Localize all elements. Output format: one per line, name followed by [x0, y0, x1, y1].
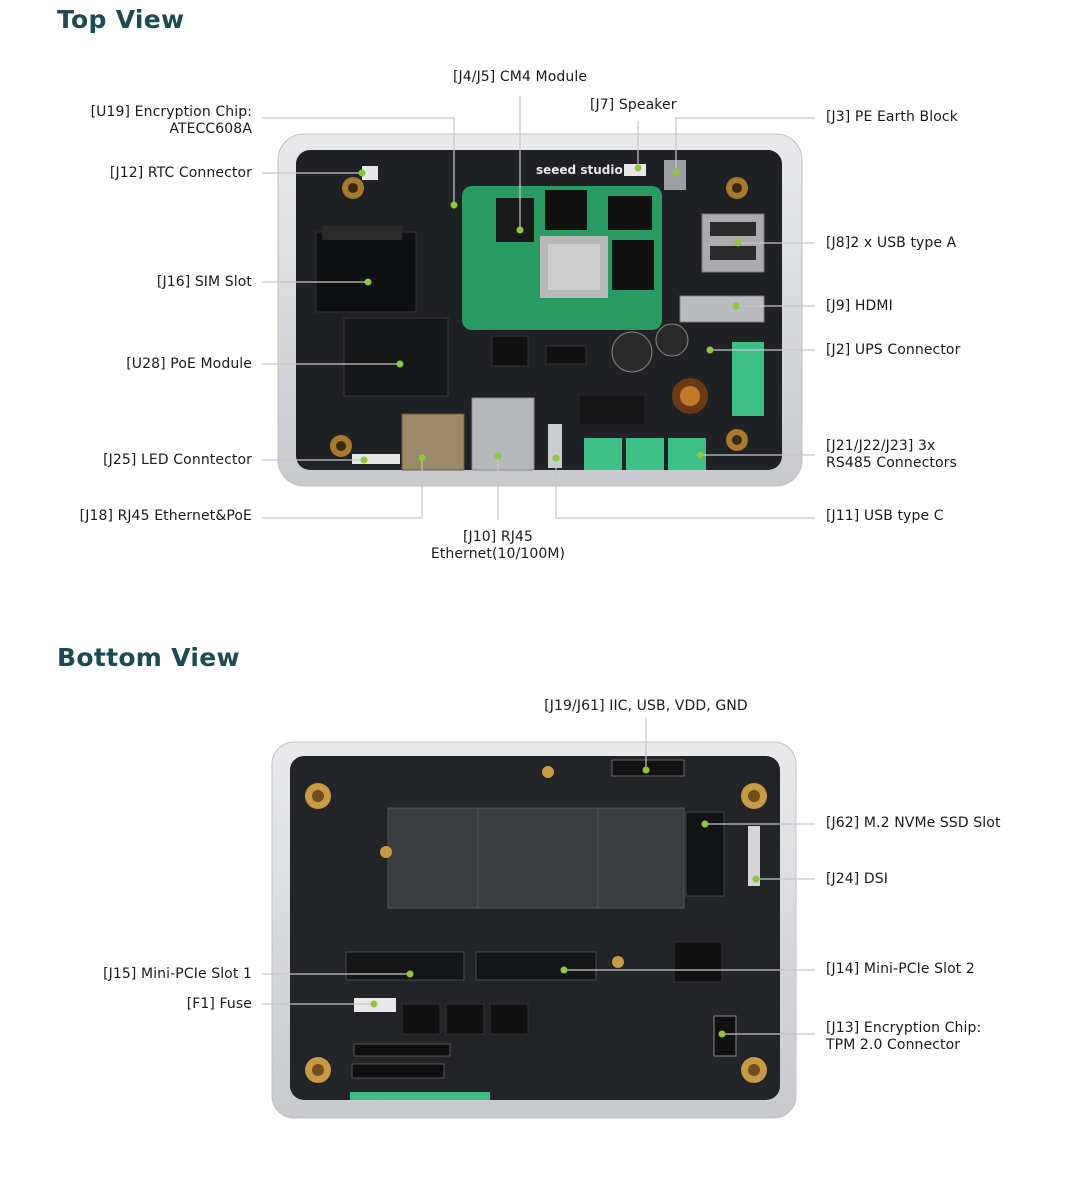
bottom-board-photo	[271, 741, 797, 1119]
label-rj45-ethernet-poe: [J18] RJ45 Ethernet&PoE	[79, 508, 252, 524]
label-j10-line2: Ethernet(10/100M)	[430, 546, 566, 562]
label-rs485-connectors: [J21/J22/J23] 3x RS485 Connectors	[826, 438, 957, 472]
label-mini-pcie-slot-1: [J15] Mini-PCIe Slot 1	[103, 966, 252, 982]
label-sim-slot: [J16] SIM Slot	[156, 274, 252, 290]
label-m2-nvme-slot: [J62] M.2 NVMe SSD Slot	[826, 815, 1001, 831]
label-ups-connector: [J2] UPS Connector	[826, 342, 961, 358]
hdmi-port	[679, 295, 765, 323]
label-led-connector: [J25] LED Conntector	[103, 452, 252, 468]
rtc-connector	[362, 166, 378, 180]
top-view-title: Top View	[57, 5, 185, 34]
label-u19-line1: [U19] Encryption Chip:	[90, 104, 252, 120]
tpm-connector	[713, 1015, 737, 1057]
sim-slot	[315, 231, 417, 313]
label-j10-line1: [J10] RJ45	[463, 529, 533, 545]
label-j13-line1: [J13] Encryption Chip:	[826, 1020, 982, 1036]
label-usb-type-a: [J8]2 x USB type A	[826, 235, 957, 251]
label-j13-line2: TPM 2.0 Connector	[826, 1037, 961, 1053]
ssd-cover	[387, 807, 685, 909]
label-usb-type-c: [J11] USB type C	[826, 508, 944, 524]
label-poe-module: [U28] PoE Module	[126, 356, 252, 372]
poe-module	[343, 317, 449, 397]
label-mini-pcie-slot-2: [J14] Mini-PCIe Slot 2	[826, 961, 975, 977]
label-fuse: [F1] Fuse	[186, 996, 252, 1012]
top-leader-lines	[262, 96, 815, 520]
label-hdmi: [J9] HDMI	[826, 298, 893, 314]
mini-pcie-slot-2	[475, 951, 597, 981]
rs485-terminal	[584, 438, 622, 470]
rj45-port	[471, 397, 535, 471]
rs485-terminal	[626, 438, 664, 470]
bottom-leader-lines	[262, 718, 815, 1038]
label-iic-usb-header: [J19/J61] IIC, USB, VDD, GND	[544, 698, 748, 714]
mini-pcie-slot-1	[345, 951, 465, 981]
dsi-connector	[748, 826, 760, 886]
bottom-view-title: Bottom View	[57, 643, 240, 672]
label-encryption-chip-atecc: [U19] Encryption Chip: ATECC608A	[40, 104, 252, 138]
board-brand: seeed studio	[536, 163, 623, 177]
label-dsi: [J24] DSI	[826, 871, 889, 887]
label-tpm-connector: [J13] Encryption Chip: TPM 2.0 Connector	[826, 1020, 981, 1054]
label-speaker: [J7] Speaker	[590, 97, 677, 113]
label-pe-earth-block: [J3] PE Earth Block	[826, 109, 958, 125]
label-rj45-ethernet: [J10] RJ45 Ethernet(10/100M)	[418, 529, 578, 563]
led-connector	[352, 454, 400, 464]
top-board-photo: seeed studio	[277, 133, 803, 487]
label-rtc-connector: [J12] RTC Connector	[109, 165, 252, 181]
rj45-poe-port	[401, 413, 465, 471]
label-u19-line2: ATECC608A	[169, 121, 252, 137]
label-j21-line1: [J21/J22/J23] 3x	[826, 438, 936, 454]
label-j21-line2: RS485 Connectors	[826, 455, 957, 471]
label-cm4-module: [J4/J5] CM4 Module	[452, 69, 588, 85]
ups-terminal	[732, 342, 764, 416]
